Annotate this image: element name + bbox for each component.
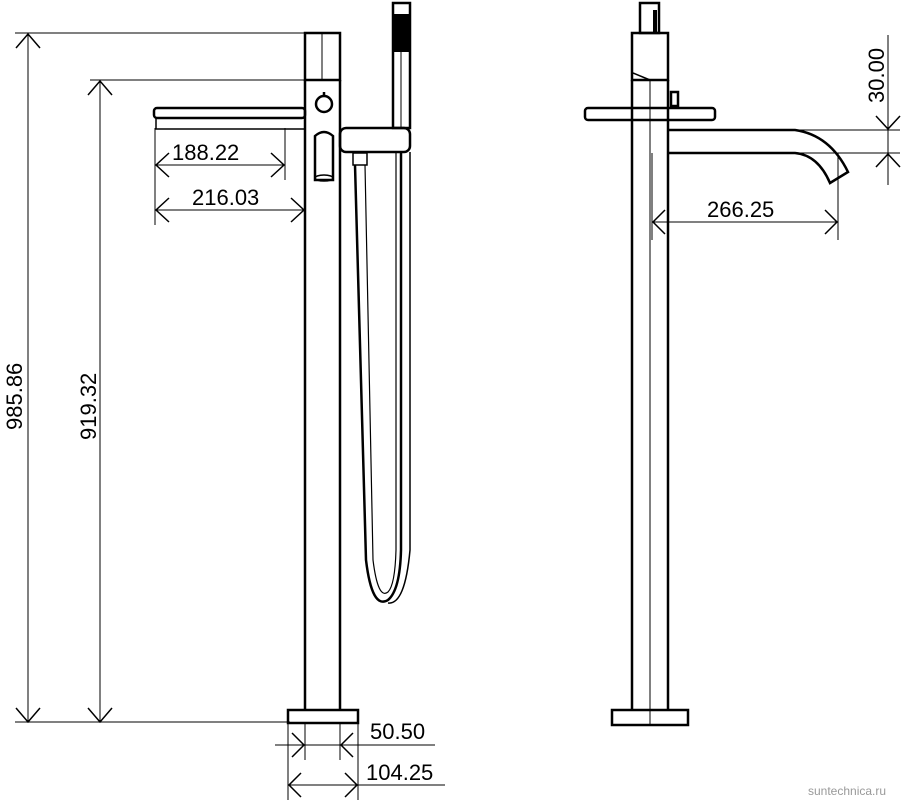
hose-inner: [353, 152, 403, 603]
dim-216-label: 216.03: [192, 185, 259, 210]
base: [286, 708, 360, 725]
dim-919-label: 919.32: [76, 373, 101, 440]
tray-top: [152, 106, 307, 120]
side-dimensions: [651, 35, 901, 240]
plate: [583, 106, 717, 122]
lower-spout: [313, 130, 335, 182]
spout: [668, 128, 850, 185]
front-view: [152, 1, 412, 725]
dim-188-label: 188.22: [172, 140, 239, 165]
dim-985-label: 985.86: [2, 363, 27, 430]
small-knob: [669, 90, 680, 108]
watermark: suntechnica.ru: [808, 784, 886, 798]
hose-connector: [352, 152, 368, 166]
arm: [338, 126, 412, 154]
dim-104-label: 104.25: [366, 760, 433, 785]
top-cap: [630, 31, 670, 82]
side-view: [583, 1, 850, 727]
dim-266-label: 266.25: [707, 197, 774, 222]
tray-bottom: [155, 117, 306, 130]
knob: [314, 94, 334, 114]
dim-50-label: 50.50: [370, 719, 425, 744]
front-dimensions: [15, 32, 445, 800]
hand-shower: [391, 1, 412, 130]
dim-30-label: 30.00: [864, 48, 889, 103]
